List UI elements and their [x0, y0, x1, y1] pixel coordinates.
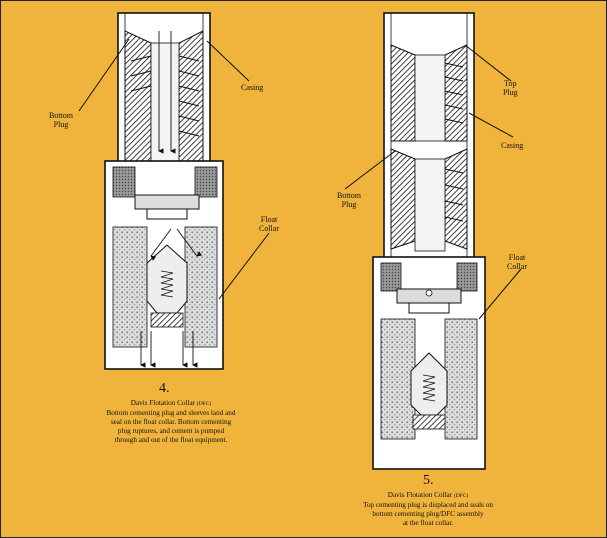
fig5-top-plug-label-line1: Top: [504, 79, 517, 88]
fig5-casing-leader: [468, 112, 514, 138]
fig5-bottom-plug-left-wall: [390, 148, 416, 250]
fig5-cement-right: [444, 318, 478, 440]
fig5-bottom-plug-label: Bottom Plug: [337, 191, 361, 209]
fig4-float-collar-leader: [218, 232, 270, 300]
fig4-bottom-plug-label: Bottom Plug: [49, 111, 73, 129]
fig5-caption-line1: Top cementing plug is displaced and seal…: [363, 501, 493, 509]
fig5-float-collar-leader: [478, 268, 522, 320]
fig4-caption-line2: seal on the float collar. Bottom cementi…: [110, 418, 232, 426]
fig5-casing-label: Casing: [501, 141, 523, 150]
fig4-caption-title-text: Davis Flotation Collar: [130, 399, 196, 407]
fig4-bottom-plug-right-wall: [178, 30, 204, 167]
fig5-bottom-plug-leader: [344, 150, 396, 190]
figure-5-drawing: [344, 12, 522, 470]
fig5-float-collar-label-line2: Collar: [507, 262, 527, 271]
fig5-top-plug-label-line2: Plug: [503, 88, 518, 97]
fig5-caption-line2: bottom cementing plug/DFC assembly: [372, 510, 484, 518]
fig4-casing-leader: [206, 40, 250, 82]
fig5-caption: Davis Flotation Collar (DFC) Top cementi…: [323, 491, 533, 528]
fig5-bottom-plug-label-line2: Plug: [341, 200, 357, 209]
fig4-casing-label-text: Casing: [241, 83, 264, 92]
figure-4-drawing: [78, 12, 270, 370]
fig4-caption-title: Davis Flotation Collar (DFC): [71, 399, 271, 409]
fig4-number: 4.: [159, 381, 170, 396]
fig4-cement-right: [184, 226, 218, 348]
fig5-caption-line3: at the float collar.: [402, 519, 454, 527]
fig5-top-plug-left-wall: [390, 44, 416, 142]
fig5-caption-title: Davis Flotation Collar (DFC): [323, 491, 533, 501]
fig4-bottom-plug-label-line2: Plug: [53, 120, 69, 129]
fig4-caption: Davis Flotation Collar (DFC) Bottom ceme…: [71, 399, 271, 445]
fig4-float-collar-label-line2: Collar: [259, 224, 279, 233]
fig5-cement-left: [380, 318, 416, 440]
fig5-casing-label-text: Casing: [501, 141, 524, 150]
fig4-casing-label: Casing: [241, 83, 263, 92]
fig5-float-valve: [410, 352, 448, 416]
fig5-float-collar-label-line1: Float: [508, 253, 526, 262]
fig4-bottom-plug-left-wall: [124, 30, 152, 167]
fig4-caption-line4: through and out of the float equipment.: [114, 436, 228, 444]
fig5-caption-title-text: Davis Flotation Collar: [387, 491, 453, 499]
fig4-cement-left: [112, 226, 148, 348]
fig5-top-plug-label: Top Plug: [503, 79, 518, 97]
fig4-caption-title-abbr: (DFC): [196, 401, 212, 407]
fig4-float-valve: [146, 244, 188, 314]
fig4-caption-line1: Bottom cementing plug and sleeves land a…: [106, 409, 236, 417]
fig4-float-collar-label: Float Collar: [259, 215, 279, 233]
fig5-number: 5.: [423, 473, 434, 488]
fig4-bottom-plug-label-line1: Bottom: [49, 111, 74, 120]
fig4-float-collar-label-line1: Float: [260, 215, 278, 224]
fig5-caption-title-abbr: (DFC): [453, 493, 469, 499]
fig4-caption-line3: plug ruptures, and cement is pumped: [117, 427, 225, 435]
fig4-bottom-plug-leader: [78, 38, 130, 112]
fig5-bottom-plug-label-line1: Bottom: [337, 191, 362, 200]
fig5-top-plug-leader: [464, 44, 512, 82]
fig5-float-collar-label: Float Collar: [507, 253, 527, 271]
